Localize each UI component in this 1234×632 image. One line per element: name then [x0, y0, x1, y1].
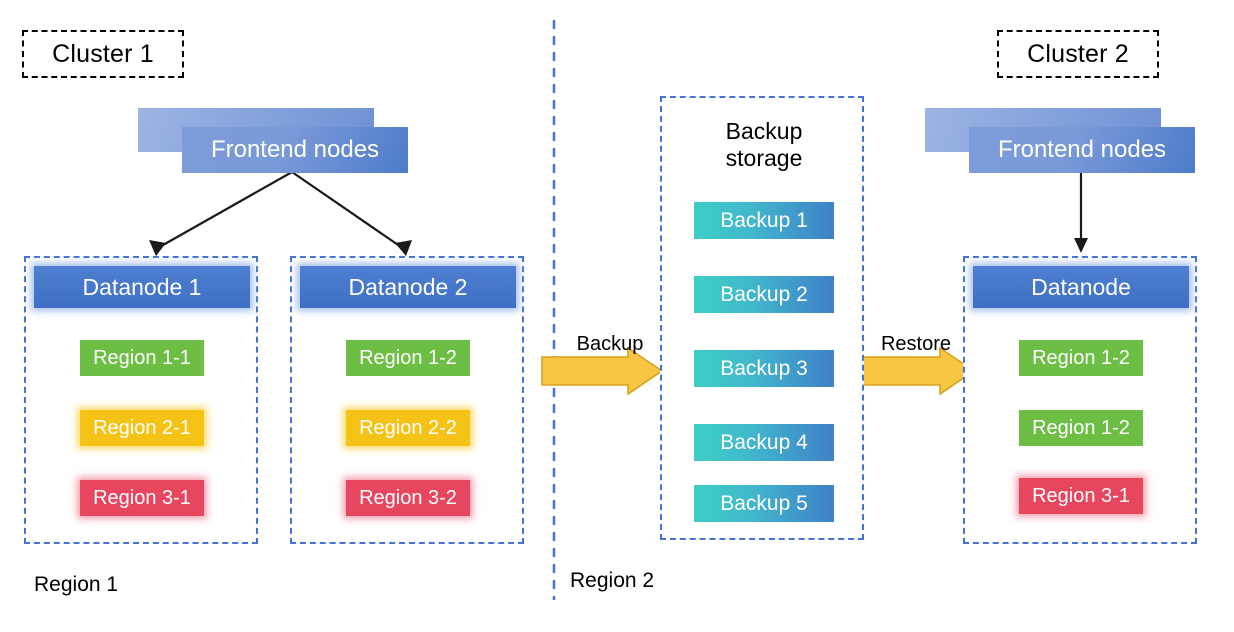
arrowhead-datanode1	[149, 240, 166, 256]
restore-arrow-label-text: Restore	[880, 332, 952, 355]
frontend-nodes-1: Frontend nodes	[138, 108, 418, 178]
backup-item-2: Backup 2	[694, 276, 834, 313]
datanode-1-region-3: Region 3-1	[80, 480, 204, 516]
datanode-3-container: Datanode Region 1-2 Region 1-2 Region 3-…	[963, 256, 1197, 544]
datanode-3-title: Datanode	[1031, 273, 1131, 300]
datanode-1-region-1-label: Region 1-1	[93, 346, 191, 369]
backup-item-5: Backup 5	[694, 485, 834, 522]
region-label-2-text: Region 2	[570, 568, 655, 592]
backup-item-1: Backup 1	[694, 202, 834, 239]
connector-frontend1-to-datanode2	[291, 171, 405, 250]
backup-storage-title-line-1: Backup	[725, 117, 803, 144]
datanode-3-region-2: Region 1-2	[1019, 410, 1143, 446]
region-label-1-text: Region 1	[34, 572, 119, 596]
datanode-3-header: Datanode	[973, 266, 1189, 308]
connector-frontend1-to-datanode1	[155, 171, 293, 250]
datanode-3-region-3: Region 3-1	[1019, 478, 1143, 514]
backup-storage-container: Backup storage Backup 1 Backup 2 Backup …	[660, 96, 864, 540]
datanode-3-region-1: Region 1-2	[1019, 340, 1143, 376]
datanode-2-container: Datanode 2 Region 1-2 Region 2-2 Region …	[290, 256, 524, 544]
datanode-3-region-2-label: Region 1-2	[1032, 416, 1130, 439]
datanode-1-region-2-label: Region 2-1	[93, 416, 191, 439]
frontend-nodes-1-label: Frontend nodes	[210, 136, 380, 163]
datanode-2-region-3: Region 3-2	[346, 480, 470, 516]
cluster-2-tag: Cluster 2	[997, 30, 1159, 78]
frontend-nodes-2: Frontend nodes	[925, 108, 1205, 178]
datanode-2-region-1-label: Region 1-2	[359, 346, 457, 369]
datanode-2-header: Datanode 2	[300, 266, 516, 308]
datanode-2-region-2-label: Region 2-2	[359, 416, 457, 439]
backup-item-1-label: Backup 1	[720, 208, 808, 232]
arrowhead-datanode3	[1074, 238, 1088, 253]
backup-item-3: Backup 3	[694, 350, 834, 387]
backup-item-4-label: Backup 4	[720, 430, 808, 454]
frontend-nodes-2-label-box: Frontend nodes	[969, 127, 1195, 173]
arrowhead-datanode2	[395, 240, 412, 256]
datanode-1-region-3-label: Region 3-1	[93, 486, 191, 509]
backup-item-5-label: Backup 5	[720, 491, 808, 515]
datanode-1-container: Datanode 1 Region 1-1 Region 2-1 Region …	[24, 256, 258, 544]
cluster-1-tag: Cluster 1	[22, 30, 184, 78]
datanode-1-region-1: Region 1-1	[80, 340, 204, 376]
datanode-2-region-3-label: Region 3-2	[359, 486, 457, 509]
datanode-2-region-2: Region 2-2	[346, 410, 470, 446]
restore-arrow-label: Restore	[866, 331, 966, 357]
frontend-nodes-2-label: Frontend nodes	[997, 136, 1167, 163]
cluster-2-label: Cluster 2	[1027, 39, 1129, 68]
region-label-1: Region 1	[34, 570, 234, 600]
backup-item-2-label: Backup 2	[720, 282, 808, 306]
backup-arrow-label-text: Backup	[576, 332, 644, 355]
backup-storage-title: Backup storage	[662, 114, 866, 176]
datanode-2-title: Datanode 2	[348, 273, 468, 300]
datanode-1-region-2: Region 2-1	[80, 410, 204, 446]
datanode-3-region-3-label: Region 3-1	[1032, 484, 1130, 507]
cluster-1-label: Cluster 1	[52, 39, 154, 68]
region-label-2: Region 2	[570, 566, 770, 596]
datanode-3-region-1-label: Region 1-2	[1032, 346, 1130, 369]
backup-item-4: Backup 4	[694, 424, 834, 461]
datanode-1-title: Datanode 1	[82, 273, 202, 300]
backup-item-3-label: Backup 3	[720, 356, 808, 380]
datanode-2-region-1: Region 1-2	[346, 340, 470, 376]
backup-arrow-label: Backup	[560, 331, 660, 357]
frontend-nodes-1-label-box: Frontend nodes	[182, 127, 408, 173]
backup-storage-title-line-2: storage	[725, 145, 803, 171]
datanode-1-header: Datanode 1	[34, 266, 250, 308]
